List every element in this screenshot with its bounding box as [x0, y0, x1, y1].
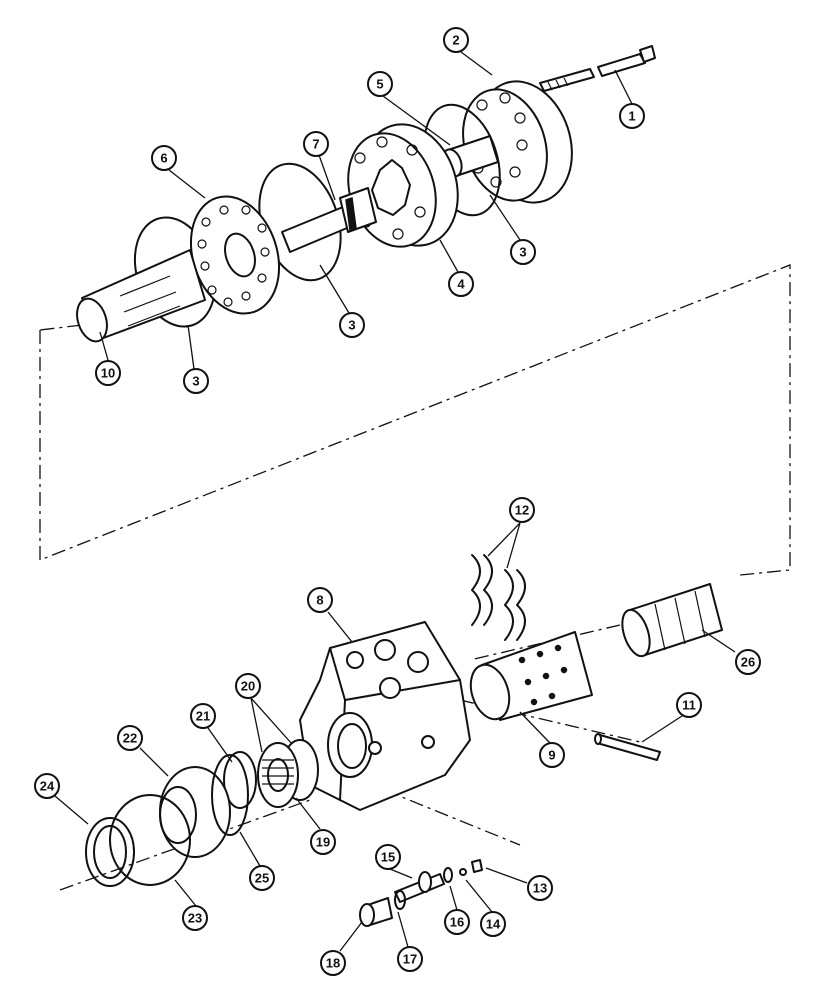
- svg-text:26: 26: [741, 655, 755, 670]
- parts-22-25-seals: [85, 754, 249, 887]
- svg-text:16: 16: [450, 915, 464, 930]
- callout-10: 10: [95, 360, 121, 386]
- callout-12: 12: [509, 497, 535, 523]
- svg-text:1: 1: [628, 109, 635, 124]
- svg-text:19: 19: [316, 835, 330, 850]
- svg-text:18: 18: [326, 956, 340, 971]
- svg-text:3: 3: [519, 245, 526, 260]
- svg-text:15: 15: [381, 850, 395, 865]
- svg-text:8: 8: [316, 593, 323, 608]
- callout-15: 15: [375, 844, 401, 870]
- alignment-lines: [39, 264, 791, 891]
- callout-18: 18: [320, 950, 346, 976]
- part-12-springs: [471, 554, 526, 641]
- svg-text:24: 24: [40, 779, 55, 794]
- part-10-spool: [76, 249, 206, 343]
- svg-text:5: 5: [376, 77, 383, 92]
- callout-3-left: 3: [183, 368, 209, 394]
- svg-text:2: 2: [452, 33, 459, 48]
- callout-9: 9: [539, 742, 565, 768]
- callout-16: 16: [444, 909, 470, 935]
- callout-2: 2: [443, 27, 469, 53]
- svg-text:6: 6: [160, 151, 167, 166]
- svg-text:3: 3: [348, 318, 355, 333]
- callout-22: 22: [117, 725, 143, 751]
- callout-19: 19: [310, 829, 336, 855]
- svg-text:9: 9: [548, 748, 555, 763]
- callout-17: 17: [397, 946, 423, 972]
- svg-text:10: 10: [101, 366, 115, 381]
- svg-text:11: 11: [682, 698, 696, 713]
- svg-text:21: 21: [196, 709, 210, 724]
- part-26-coupling: [621, 583, 723, 658]
- svg-text:3: 3: [192, 374, 199, 389]
- callout-25: 25: [249, 865, 275, 891]
- callout-8: 8: [307, 587, 333, 613]
- part-1-rod: [539, 45, 656, 92]
- callout-3-middle: 3: [339, 312, 365, 338]
- callout-3-top: 3: [510, 239, 536, 265]
- svg-text:4: 4: [457, 277, 465, 292]
- part-8-housing: [299, 621, 471, 811]
- svg-text:14: 14: [486, 917, 501, 932]
- parts-13-18-relief-valve: [359, 859, 483, 927]
- part-7-drive-shaft: [281, 187, 377, 253]
- callout-14: 14: [480, 911, 506, 937]
- svg-text:20: 20: [241, 679, 255, 694]
- svg-text:7: 7: [312, 137, 319, 152]
- callout-20: 20: [235, 673, 261, 699]
- svg-text:13: 13: [533, 881, 547, 896]
- callout-21: 21: [190, 703, 216, 729]
- callout-7: 7: [303, 131, 329, 157]
- callout-24: 24: [34, 773, 60, 799]
- svg-text:22: 22: [123, 731, 137, 746]
- callout-11: 11: [676, 692, 702, 718]
- parts-19-20-21-bearing: [223, 739, 319, 809]
- callout-13: 13: [527, 875, 553, 901]
- svg-text:25: 25: [255, 871, 269, 886]
- callout-4: 4: [448, 271, 474, 297]
- callout-6: 6: [151, 145, 177, 171]
- svg-text:17: 17: [403, 952, 417, 967]
- callout-26: 26: [735, 649, 761, 675]
- svg-text:12: 12: [515, 503, 529, 518]
- part-4-gerotor: [347, 123, 459, 248]
- callout-23: 23: [182, 905, 208, 931]
- callout-5: 5: [367, 71, 393, 97]
- part-9-sleeve: [469, 631, 593, 721]
- part-11-pin: [594, 733, 661, 761]
- callout-1: 1: [619, 103, 645, 129]
- svg-text:23: 23: [188, 911, 202, 926]
- part-2-end-cap: [462, 80, 573, 204]
- leader-lines: [54, 51, 736, 952]
